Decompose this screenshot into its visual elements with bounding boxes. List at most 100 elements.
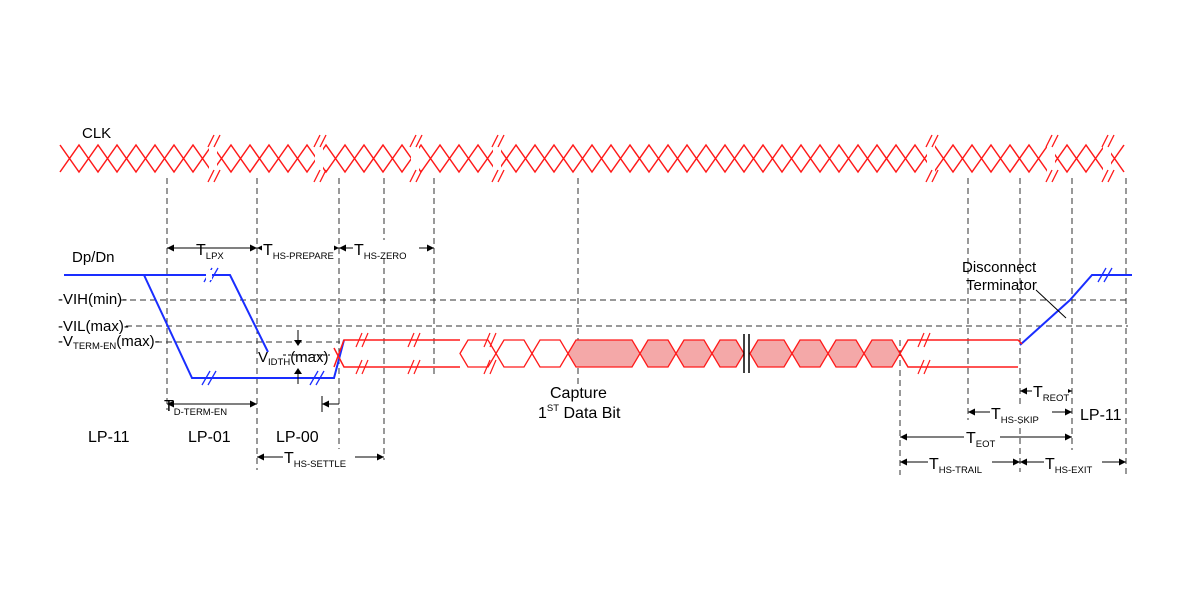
clk-break-mark [415, 169, 423, 183]
clk-break-mark [213, 134, 221, 148]
t-hs-skip-arrow-head-right [1065, 408, 1072, 416]
hs-break-mark [917, 332, 925, 348]
t-lpx-arrow-head-left [167, 244, 174, 252]
clk-break-mark [319, 134, 327, 148]
disconnect-pointer [1035, 289, 1067, 319]
hs-eye [863, 339, 901, 368]
clk-break-mark [207, 134, 215, 148]
t-d-term-en-label: TD-TERM-EN [164, 398, 227, 418]
lp-signal [64, 274, 1132, 379]
hs-break-mark [489, 332, 497, 348]
disconnect-label-1: Disconnect [962, 259, 1037, 276]
t-hs-settle-arrow-head-right [377, 453, 384, 461]
hs-break-mark [489, 359, 497, 375]
clk-break-gap [315, 139, 323, 178]
hs-eye [495, 339, 533, 368]
t-reot-label: TREOT [1033, 384, 1069, 404]
vidth-label: VIDTH(max) [258, 349, 329, 368]
hs-data-lane [333, 332, 1023, 375]
hs-eye [749, 339, 793, 368]
hs-line-bot [333, 347, 460, 368]
clk-break-mark [491, 134, 499, 148]
state-lp00: LP-00 [276, 429, 319, 446]
t-lpx-label: TLPX [196, 242, 224, 262]
clk-break-gap [493, 139, 501, 178]
hs-break-mark [923, 359, 931, 375]
threshold-lines [120, 299, 1128, 343]
hs-eye [675, 339, 713, 368]
clk-trace-p [59, 143, 1125, 174]
clk-break-mark [207, 169, 215, 183]
disconnect-label-2: Terminator [966, 277, 1037, 294]
t-hs-trail-arrow-head-left [900, 458, 907, 466]
hs-eye [531, 339, 569, 368]
t-hs-zero-arrow-head-right [427, 244, 434, 252]
hs-break-mark [361, 332, 369, 348]
t-hs-settle-arrow-head-left [257, 453, 264, 461]
hs-break-mark [355, 332, 363, 348]
clk-break-mark [925, 169, 933, 183]
t-hs-exit-arrow-head-right [1119, 458, 1126, 466]
t-eot-label: TEOT [966, 430, 996, 450]
t-hs-trail-arrow-head-right [1013, 458, 1020, 466]
hs-eye [639, 339, 677, 368]
hs-break-mark [407, 332, 415, 348]
t-hs-exit-label: THS-EXIT [1045, 456, 1092, 476]
hs-eye [711, 339, 745, 368]
clk-break-mark [497, 134, 505, 148]
hs-eye [827, 339, 865, 368]
dp-dn-label: Dp/Dn [72, 249, 115, 266]
vil-label: -VIL(max)- [58, 318, 129, 335]
capture-label-2: 1ST Data Bit [538, 403, 621, 422]
hs-eye [791, 339, 829, 368]
state-lp11-start: LP-11 [88, 429, 130, 446]
hs-line-top [333, 339, 460, 368]
clk-break-mark [409, 169, 417, 183]
t-hs-zero-arrow-head-left [339, 244, 346, 252]
clk-label: CLK [82, 125, 111, 142]
hs-break-mark [413, 332, 421, 348]
hs-trail-top [899, 339, 1023, 354]
t-hs-skip-arrow-head-left [968, 408, 975, 416]
hs-break-mark [413, 359, 421, 375]
clk-break-mark [213, 169, 221, 183]
vterm-label: -VTERM-EN(max)- [58, 333, 160, 352]
settle-offset-head [322, 400, 329, 408]
t-hs-exit-arrow-head-left [1020, 458, 1027, 466]
t-hs-trail-label: THS-TRAIL [929, 456, 982, 476]
clk-break-mark [313, 169, 321, 183]
clk-break-mark [1101, 134, 1109, 148]
vidth-annotation [283, 330, 330, 384]
clk-break-mark [409, 134, 417, 148]
clk-break-gap [411, 139, 419, 178]
hs-eye [567, 339, 641, 368]
clk-break-mark [1051, 169, 1059, 183]
clk-break-gap [1103, 139, 1111, 178]
hs-break-mark [361, 359, 369, 375]
t-lpx-arrow-head-right [250, 244, 257, 252]
hs-trail-bot [899, 353, 1018, 368]
t-eot-arrow-head-right [1065, 433, 1072, 441]
clk-break-mark [931, 134, 939, 148]
vih-label: -VIH(min)- [58, 291, 127, 308]
clk-break-mark [415, 134, 423, 148]
capture-label-1: Capture [550, 385, 607, 402]
clk-break-gap [1047, 139, 1055, 178]
clk-break-mark [1045, 134, 1053, 148]
hs-eye [459, 339, 497, 368]
state-lp01: LP-01 [188, 429, 231, 446]
hs-break-mark [355, 359, 363, 375]
clk-waveform [59, 134, 1125, 183]
clk-break-mark [1101, 169, 1109, 183]
state-lp11-end: LP-11 [1080, 407, 1122, 424]
t-d-term-en-arrow-head-left [167, 400, 174, 408]
t-hs-skip-label: THS-SKIP [991, 406, 1039, 426]
clk-break-gap [927, 139, 935, 178]
hs-break-mark [923, 332, 931, 348]
clk-break-mark [1045, 169, 1053, 183]
clk-break-mark [319, 169, 327, 183]
clk-break-gap [209, 139, 217, 178]
clk-break-mark [1107, 169, 1115, 183]
hs-break-mark [917, 359, 925, 375]
